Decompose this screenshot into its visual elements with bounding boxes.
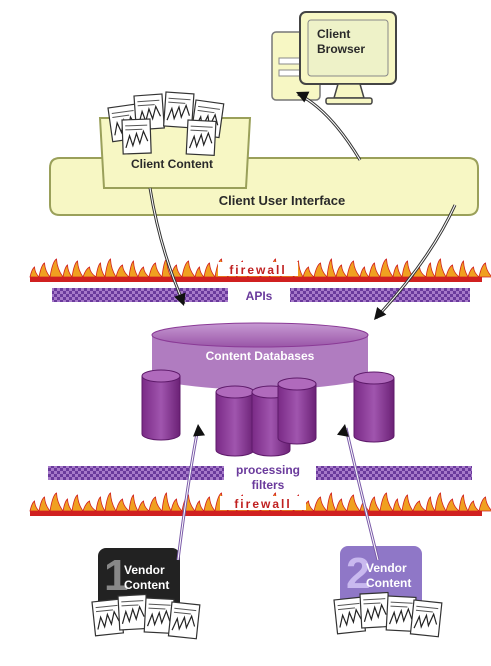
client-browser-label-line2: Browser <box>317 42 365 56</box>
document-icon <box>385 595 417 633</box>
client-browser-computer <box>271 11 397 105</box>
flow-arrow <box>337 424 380 561</box>
vendor2-label-line2: Content <box>366 576 411 590</box>
content-databases <box>151 322 369 390</box>
flow-arrow <box>176 424 206 561</box>
document-icon <box>117 593 149 631</box>
flow-arrow <box>296 91 362 161</box>
content-databases-label: Content Databases <box>206 349 315 363</box>
vendor1-label-line1: Vendor <box>124 563 165 577</box>
client-browser-label-line1: Client <box>317 27 350 41</box>
client-content-label: Client Content <box>131 157 213 171</box>
firewall-top-label: firewall <box>229 263 286 277</box>
client-user-interface-label: Client User Interface <box>219 193 345 208</box>
vendor-content-documents <box>91 591 443 640</box>
database-cylinder <box>141 369 181 441</box>
firewall-bottom-label: firewall <box>234 497 291 511</box>
processing-filters-label-line1: processing <box>236 463 300 477</box>
client-content-documents <box>107 91 225 157</box>
processing-filters-label-line2: filters <box>252 478 285 492</box>
document-icon <box>91 598 125 637</box>
vendor1-number: 1 <box>104 551 128 600</box>
firewall-top-label-bg <box>218 262 298 276</box>
firewall-bottom-label-bg <box>220 496 306 510</box>
document-icon <box>167 601 201 640</box>
firewall-top <box>29 258 491 282</box>
firewall-bottom <box>29 492 491 516</box>
document-icon <box>185 119 217 157</box>
flow-arrows <box>148 91 457 561</box>
document-icon <box>359 591 391 629</box>
document-icon <box>143 597 175 635</box>
apis-label: APIs <box>246 289 273 303</box>
vendor1-label-line2: Content <box>124 578 169 592</box>
vendor2-label-line1: Vendor <box>366 561 407 575</box>
flow-arrow <box>374 204 457 320</box>
vendor2-number: 2 <box>346 549 370 598</box>
database-cylinder <box>215 385 255 457</box>
database-cylinder <box>277 377 317 445</box>
database-cylinders <box>141 369 395 457</box>
document-icon <box>409 599 443 638</box>
document-icon <box>121 118 152 155</box>
document-icon <box>162 91 195 129</box>
database-cylinder <box>353 371 395 443</box>
flow-arrow <box>148 187 186 306</box>
